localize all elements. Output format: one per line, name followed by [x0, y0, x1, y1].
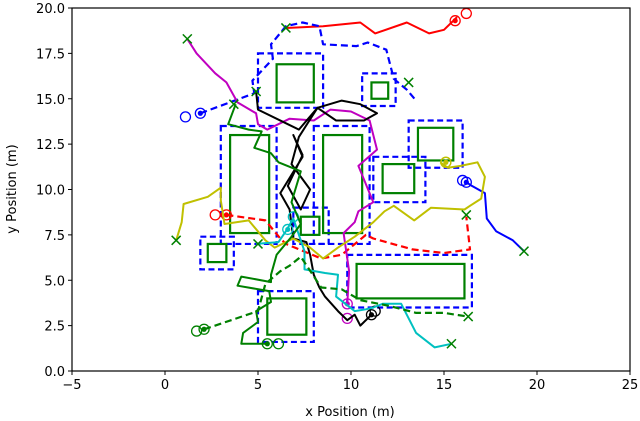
- safety-margin-rect: [256, 290, 315, 344]
- start-marker: [209, 209, 221, 221]
- trajectory-red: [285, 16, 458, 35]
- current-marker-dot: [264, 341, 270, 347]
- current-marker-dot: [285, 226, 291, 233]
- x-tick-label: 0: [161, 378, 169, 393]
- y-axis-label: y Position (m): [5, 144, 20, 233]
- start-marker: [460, 8, 472, 20]
- y-tick-label: 10.0: [36, 184, 65, 199]
- plot-area: [171, 8, 530, 350]
- current-marker-dot: [197, 110, 203, 116]
- current-marker: [194, 107, 206, 119]
- obstacle-rect: [275, 63, 315, 104]
- axes: −5 0 5 10 15 20 25 0.0 2.5 5.0 7.5 10.0 12.5 15.0 17.5…: [36, 2, 638, 393]
- safety-margin-rect: [219, 124, 278, 246]
- safety-margin-rect: [407, 119, 464, 169]
- goal-x-marker: [252, 238, 264, 249]
- current-marker: [449, 15, 461, 27]
- x-tick-label: 5: [254, 378, 262, 393]
- obstacle-rect: [206, 242, 228, 264]
- current-marker-dot: [443, 159, 449, 165]
- trajectory-black: [255, 91, 378, 327]
- obstacle-rect: [266, 297, 308, 336]
- obstacle-rect: [299, 215, 321, 236]
- obstacle-rect: [355, 262, 466, 300]
- y-tick-label: 17.5: [36, 47, 65, 62]
- y-tick-label: 12.5: [36, 138, 65, 153]
- trajectory-yellow: [175, 161, 486, 260]
- current-marker: [282, 223, 294, 236]
- goal-x-marker: [280, 22, 291, 33]
- goal-x-marker: [182, 33, 193, 44]
- trajectory-blue-dashed: [199, 21, 417, 115]
- x-tick-label: −5: [62, 378, 81, 393]
- y-tick-label: 2.5: [44, 320, 65, 335]
- safety-margin-rect: [292, 206, 330, 246]
- start-marker: [272, 338, 285, 350]
- current-marker: [440, 156, 452, 168]
- goal-x-marker: [518, 246, 530, 257]
- goal-x-marker: [251, 86, 262, 97]
- obstacle-rect: [370, 81, 390, 100]
- goal-x-marker: [461, 209, 472, 220]
- trajectory-blue: [465, 181, 525, 252]
- current-marker-dot: [223, 212, 229, 218]
- current-marker-dot: [368, 312, 375, 318]
- safety-margin-rect: [346, 253, 474, 309]
- goal-x-marker: [171, 235, 182, 246]
- safety-margin-rect: [199, 235, 235, 271]
- x-tick-label: 10: [343, 378, 360, 393]
- goal-x-marker: [228, 99, 239, 110]
- safety-margin-rect: [361, 72, 397, 108]
- safety-margin-rect: [372, 155, 427, 204]
- current-marker-dot: [463, 179, 469, 185]
- current-marker-dot: [201, 326, 207, 332]
- current-marker: [341, 298, 353, 310]
- trajectory-magenta: [186, 38, 378, 304]
- x-tick-label: 25: [622, 378, 639, 393]
- x-tick-label: 15: [436, 378, 453, 393]
- goal-x-marker: [403, 77, 414, 88]
- y-tick-label: 0.0: [44, 365, 65, 380]
- y-tick-label: 7.5: [44, 229, 65, 244]
- safety-margin-rect: [312, 124, 371, 246]
- current-marker: [198, 323, 210, 335]
- y-tick-label: 15.0: [36, 93, 65, 108]
- obstacle-rect: [381, 162, 416, 195]
- trajectory-green: [227, 103, 302, 345]
- obstacle-rect: [416, 126, 455, 162]
- start-marker: [179, 111, 192, 123]
- current-marker: [365, 309, 378, 321]
- current-marker: [220, 209, 233, 221]
- x-tick-label: 20: [529, 378, 546, 393]
- safety-margin-rect: [256, 52, 325, 109]
- start-marker: [190, 325, 203, 337]
- current-marker-dot: [452, 18, 458, 24]
- trajectory-green-dashed: [203, 255, 469, 331]
- trajectory-red-dashed: [226, 213, 472, 260]
- obstacle-rect: [229, 133, 271, 235]
- current-marker: [460, 176, 472, 188]
- goal-x-marker: [463, 311, 474, 322]
- current-marker: [261, 338, 273, 350]
- x-axis-label: x Position (m): [305, 405, 394, 420]
- goal-x-marker: [446, 338, 457, 349]
- y-tick-label: 20.0: [36, 2, 65, 17]
- start-marker: [341, 312, 353, 325]
- y-tick-label: 5.0: [44, 274, 65, 289]
- trajectory-cyan: [256, 217, 452, 349]
